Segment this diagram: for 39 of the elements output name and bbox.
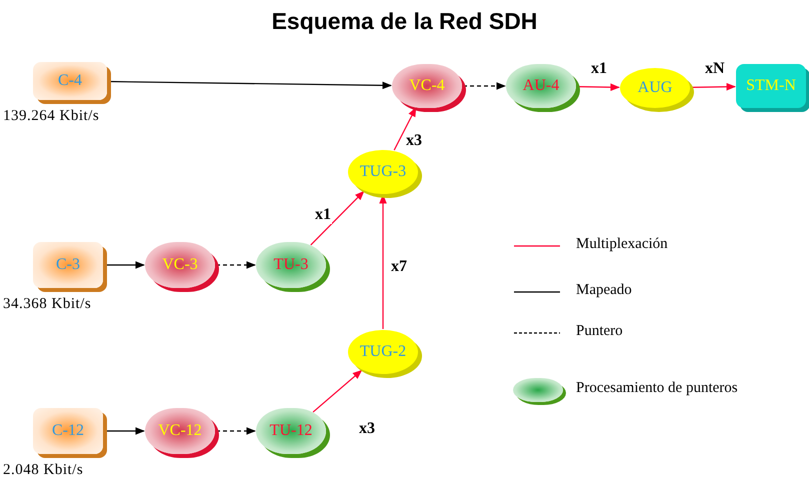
- node-label: TU-12: [270, 422, 312, 440]
- transport-module-box: [736, 64, 806, 108]
- legend-label: Puntero: [576, 323, 623, 340]
- container-box: [33, 408, 103, 454]
- arrow: [394, 107, 416, 150]
- arrow: [104, 427, 145, 435]
- node-label: C-4: [58, 72, 82, 90]
- edge-label: x1: [314, 206, 332, 224]
- group-ellipse: [348, 150, 418, 194]
- arrow: [216, 427, 256, 435]
- node-label: VC-12: [158, 422, 202, 440]
- group-ellipse: [348, 330, 418, 374]
- node-label: AUG: [638, 79, 672, 97]
- diagram-title: Esquema de la Red SDH: [270, 8, 538, 35]
- node-label: C-3: [56, 256, 80, 274]
- node-label: TU-3: [274, 256, 308, 274]
- legend-label: Mapeado: [576, 282, 632, 299]
- arrow: [104, 261, 145, 269]
- node-label: AU-4: [522, 77, 560, 95]
- arrow: [310, 190, 364, 246]
- container-box: [33, 242, 103, 288]
- node-label: C-12: [52, 422, 84, 440]
- node-label: TUG-2: [360, 343, 406, 361]
- arrow: [216, 261, 256, 269]
- legend-label: Procesamiento de punteros: [576, 380, 738, 397]
- bit-rate-label: 2.048 Kbit/s: [3, 462, 84, 479]
- group-ellipse: [620, 68, 690, 108]
- bit-rate-label: 139.264 Kbit/s: [3, 108, 100, 125]
- arrow: [108, 80, 392, 90]
- node-label: STM-N: [746, 77, 796, 95]
- node-label: VC-3: [162, 256, 198, 274]
- arrow: [463, 82, 506, 90]
- legend-label: Multiplexación: [576, 236, 668, 253]
- bit-rate-label: 34.368 Kbit/s: [3, 296, 92, 313]
- node-label: VC-4: [409, 77, 445, 95]
- arrow: [312, 370, 362, 412]
- arrow: [690, 82, 736, 91]
- node-label: TUG-3: [360, 163, 406, 181]
- container-box: [33, 62, 107, 100]
